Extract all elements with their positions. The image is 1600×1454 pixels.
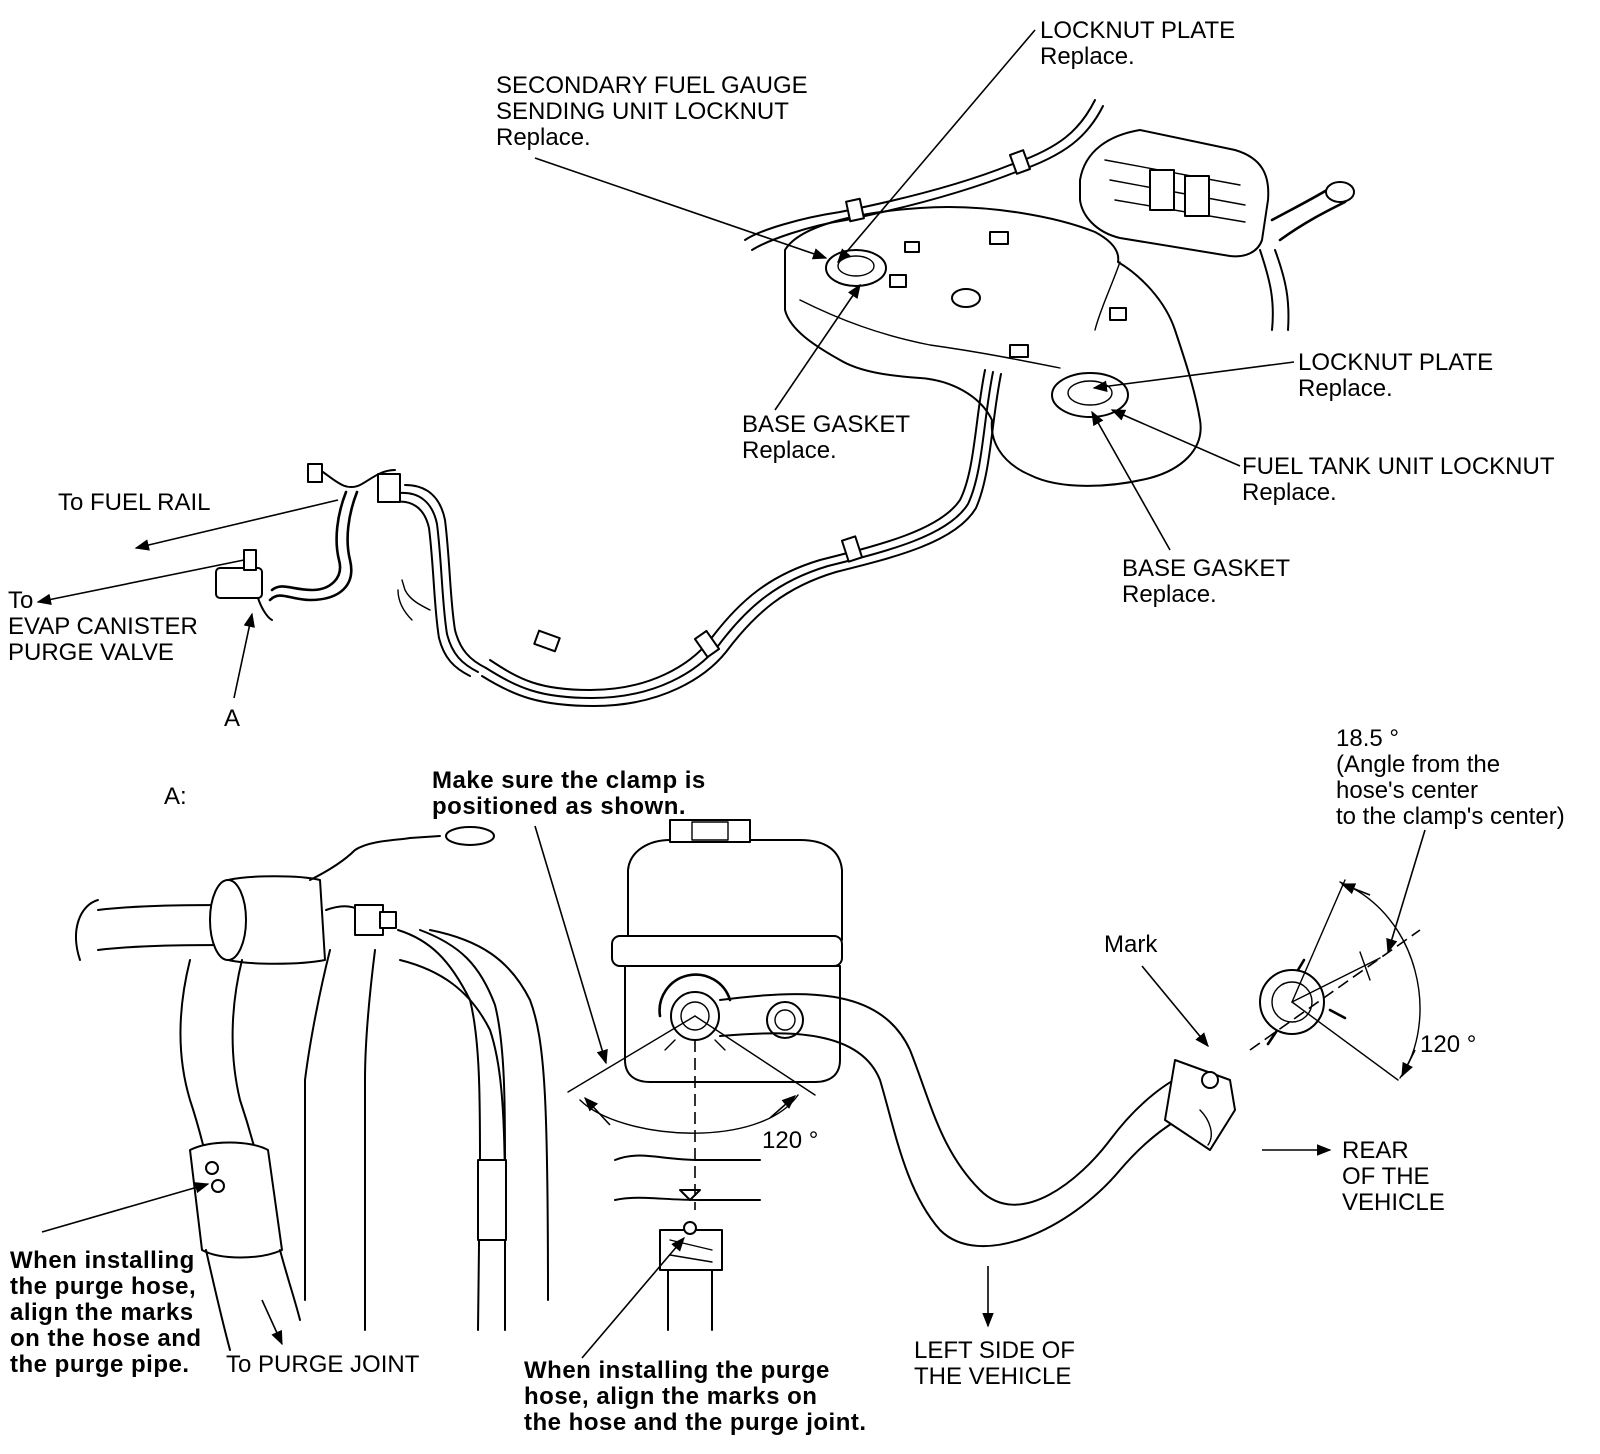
svg-text:When installing: When installing	[10, 1247, 195, 1274]
detail-a: A:	[10, 725, 1565, 1436]
svg-text:LEFT SIDE OF: LEFT SIDE OF	[914, 1337, 1075, 1364]
svg-text:hose's center: hose's center	[1336, 777, 1478, 804]
svg-text:EVAP CANISTER: EVAP CANISTER	[8, 613, 198, 640]
callout-mark: Mark	[1104, 931, 1209, 1048]
svg-text:SENDING UNIT LOCKNUT: SENDING UNIT LOCKNUT	[496, 98, 789, 125]
callout-rear-of-vehicle: REAR OF THE VEHICLE	[1262, 1137, 1445, 1216]
fuel-tank-unit	[1051, 372, 1129, 418]
svg-text:To: To	[8, 587, 33, 614]
callout-locknut-plate-top: LOCKNUT PLATE Replace.	[837, 17, 1235, 264]
callout-to-purge-joint: To PURGE JOINT	[226, 1299, 420, 1378]
svg-text:REAR: REAR	[1342, 1137, 1409, 1164]
callout-base-gasket-right: BASE GASKET Replace.	[1091, 410, 1290, 608]
svg-text:Replace.: Replace.	[742, 437, 837, 464]
callout-clamp-note: Make sure the clamp is positioned as sho…	[432, 767, 706, 1065]
evap-canister-purge-valve	[215, 567, 263, 599]
svg-text:the purge pipe.: the purge pipe.	[10, 1351, 190, 1378]
angle-label-right: 120 °	[1420, 1031, 1476, 1058]
angle-label-left: 120 °	[762, 1127, 818, 1154]
svg-text:A: A	[224, 705, 240, 732]
svg-text:SECONDARY FUEL GAUGE: SECONDARY FUEL GAUGE	[496, 72, 808, 99]
callout-label-a: A	[224, 612, 255, 732]
callout-to-evap-canister: To EVAP CANISTER PURGE VALVE	[8, 559, 245, 666]
svg-text:to the clamp's center): to the clamp's center)	[1336, 803, 1565, 830]
detail-heading: A:	[164, 783, 187, 810]
svg-text:on the hose and: on the hose and	[10, 1325, 202, 1352]
fuel-tank-body	[784, 206, 1202, 487]
fuel-tank-illustration	[215, 99, 1355, 707]
svg-text:BASE GASKET: BASE GASKET	[742, 411, 910, 438]
svg-text:LOCKNUT PLATE: LOCKNUT PLATE	[1298, 349, 1493, 376]
svg-text:LOCKNUT PLATE: LOCKNUT PLATE	[1040, 17, 1235, 44]
svg-text:OF THE: OF THE	[1342, 1163, 1430, 1190]
purge-joint-detail	[567, 819, 1209, 1331]
svg-text:To PURGE JOINT: To PURGE JOINT	[226, 1351, 420, 1378]
svg-text:Make sure the clamp is: Make sure the clamp is	[432, 767, 706, 794]
svg-text:BASE GASKET: BASE GASKET	[1122, 555, 1290, 582]
svg-text:PURGE VALVE: PURGE VALVE	[8, 639, 174, 666]
svg-text:hose, align the marks on: hose, align the marks on	[524, 1383, 817, 1410]
callout-to-fuel-rail: To FUEL RAIL	[58, 489, 339, 551]
callout-left-side-of-vehicle: LEFT SIDE OF THE VEHICLE	[914, 1266, 1075, 1390]
svg-text:Replace.: Replace.	[1242, 479, 1337, 506]
svg-text:Replace.: Replace.	[1040, 43, 1135, 70]
callout-secondary-locknut: SECONDARY FUEL GAUGE SENDING UNIT LOCKNU…	[496, 72, 828, 260]
callout-fuel-tank-locknut: FUEL TANK UNIT LOCKNUT Replace.	[1110, 409, 1555, 506]
purge-pipe-detail	[75, 826, 549, 1351]
callout-locknut-plate-right: LOCKNUT PLATE Replace.	[1092, 349, 1493, 402]
svg-text:18.5 °: 18.5 °	[1336, 725, 1399, 752]
svg-text:To FUEL RAIL: To FUEL RAIL	[58, 489, 211, 516]
svg-text:THE VEHICLE: THE VEHICLE	[914, 1363, 1071, 1390]
svg-text:VEHICLE: VEHICLE	[1342, 1189, 1445, 1216]
svg-text:the purge hose,: the purge hose,	[10, 1273, 196, 1300]
callout-angle-small: 18.5 ° (Angle from the hose's center to …	[1336, 725, 1565, 954]
callout-install-joint: When installing the purge hose, align th…	[524, 1236, 867, 1436]
svg-text:(Angle from the: (Angle from the	[1336, 751, 1500, 778]
svg-text:align the marks: align the marks	[10, 1299, 194, 1326]
hose-end-detail	[1164, 879, 1421, 1151]
svg-text:Replace.: Replace.	[496, 124, 591, 151]
callout-install-pipe: When installing the purge hose, align th…	[10, 1182, 210, 1378]
callout-base-gasket-left: BASE GASKET Replace.	[742, 283, 910, 464]
svg-text:Replace.: Replace.	[1122, 581, 1217, 608]
svg-text:positioned as shown.: positioned as shown.	[432, 793, 686, 820]
pipe-joint-block	[377, 473, 401, 503]
svg-text:Mark: Mark	[1104, 931, 1158, 958]
svg-text:the hose and the purge joint.: the hose and the purge joint.	[524, 1409, 867, 1436]
svg-text:Replace.: Replace.	[1298, 375, 1393, 402]
svg-text:FUEL TANK UNIT LOCKNUT: FUEL TANK UNIT LOCKNUT	[1242, 453, 1555, 480]
svg-text:When installing the purge: When installing the purge	[524, 1357, 830, 1384]
